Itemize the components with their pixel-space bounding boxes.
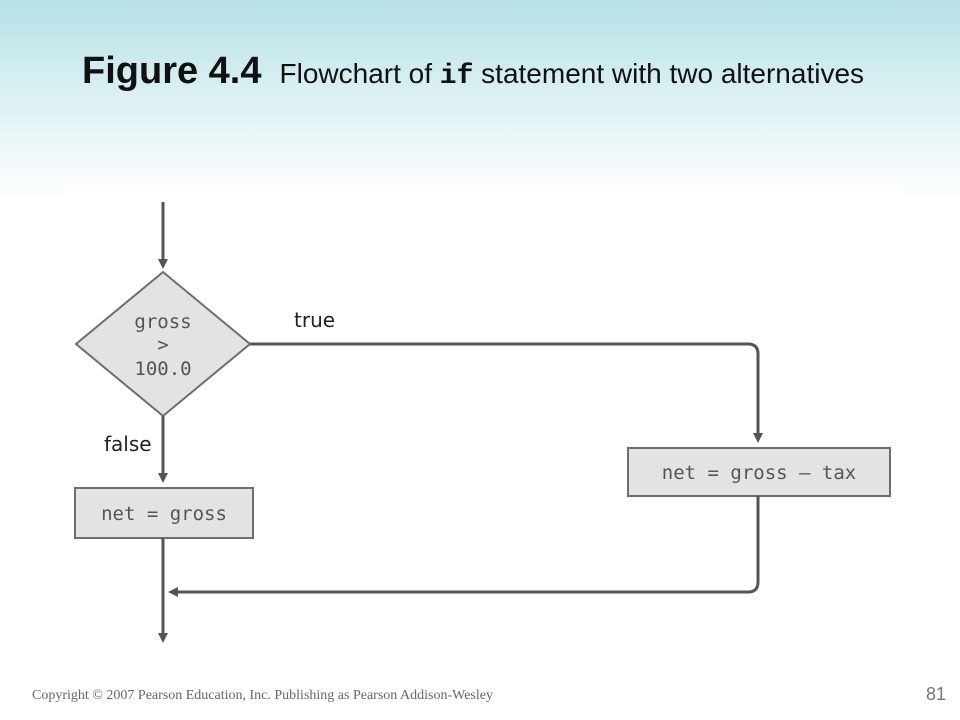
false-action-box (74, 487, 254, 539)
true-label: true (294, 308, 335, 332)
slide-title: Figure 4.4 Flowchart of if statement with… (82, 48, 902, 96)
true-action-text: net = gross – tax (662, 462, 856, 484)
decision-line-3: 100.0 (134, 358, 191, 380)
merge-arrow (168, 496, 760, 597)
caption-text-before: Flowchart of (279, 58, 440, 89)
caption-code: if (439, 61, 474, 92)
decision-line-2: > (157, 334, 168, 356)
figure-caption: Flowchart of if statement with two alter… (279, 58, 865, 92)
page-number: 81 (925, 684, 946, 704)
false-action-text: net = gross (101, 503, 227, 525)
copyright-footer: Copyright © 2007 Pearson Education, Inc.… (32, 688, 493, 703)
false-label: false (104, 432, 152, 456)
figure-number: Figure 4.4 (82, 50, 262, 92)
true-branch-arrow (250, 342, 763, 443)
true-action-box (627, 447, 891, 497)
caption-text-after: statement with two alternatives (473, 58, 865, 89)
flowchart-panel: gross > 100.0 true net = gross – tax fal… (64, 184, 904, 656)
flowchart: gross > 100.0 true net = gross – tax fal… (74, 202, 891, 643)
decision-line-1: gross (134, 311, 191, 333)
